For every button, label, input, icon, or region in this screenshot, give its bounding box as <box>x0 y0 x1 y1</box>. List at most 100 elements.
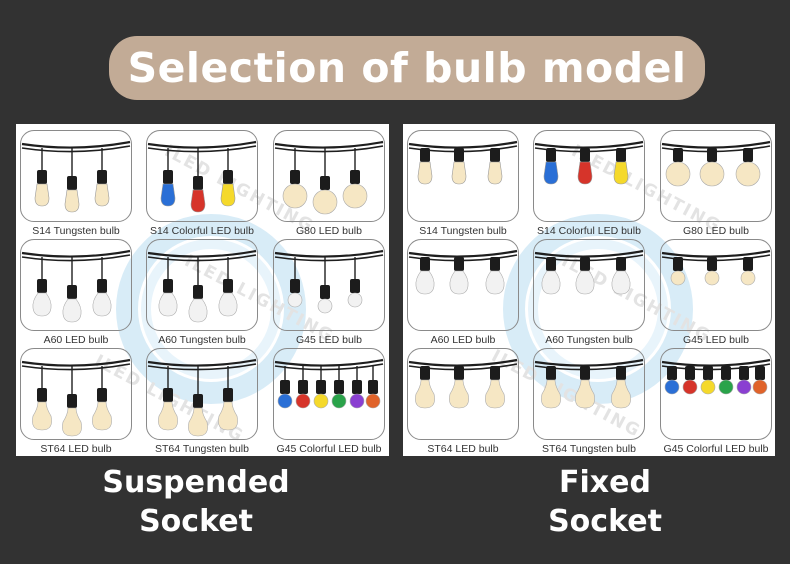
label-line: Fixed <box>559 465 651 500</box>
bulb-icon <box>451 148 467 185</box>
bulb-cell: G80 LED bulb <box>660 130 772 238</box>
bulb-icon <box>365 380 381 409</box>
bulb-icon <box>485 257 505 295</box>
bulb-icon <box>158 279 178 317</box>
bulb-frame <box>407 130 519 222</box>
bulb-cell: G80 LED bulb <box>273 130 385 238</box>
bulb-caption: A60 LED bulb <box>430 334 496 346</box>
bulb-icon <box>736 366 752 395</box>
bulb-icon <box>64 176 80 213</box>
bulb-caption: S14 Tungsten bulb <box>419 225 507 237</box>
bulb-cell: S14 Colorful LED bulb <box>146 130 258 238</box>
string-light-illustration <box>661 249 771 286</box>
bulb-frame <box>273 239 385 331</box>
string-light-illustration <box>534 249 644 295</box>
bulb-cell: S14 Colorful LED bulb <box>533 130 645 238</box>
bulb-icon <box>611 257 631 295</box>
bulb-icon <box>541 366 561 409</box>
bulb-icon <box>699 148 725 187</box>
bulb-icon <box>682 366 698 395</box>
label-line: Socket <box>139 504 253 539</box>
bulb-icon <box>415 366 435 409</box>
string-light-illustration <box>274 249 384 314</box>
bulb-icon <box>665 148 691 187</box>
string-light-illustration <box>21 140 131 213</box>
bulb-icon <box>541 257 561 295</box>
bulb-frame <box>146 130 258 222</box>
string-light-illustration <box>147 358 257 437</box>
bulb-cell: ST64 Tungsten bulb <box>533 348 645 456</box>
bulb-icon <box>613 148 629 185</box>
bulb-frame <box>660 239 772 331</box>
bulb-icon <box>664 366 680 395</box>
bulb-icon <box>317 285 333 314</box>
bulb-icon <box>752 366 768 395</box>
bulb-icon <box>295 380 311 409</box>
bulb-icon <box>32 279 52 317</box>
bulb-icon <box>487 148 503 185</box>
bulb-icon <box>347 279 363 308</box>
bulb-caption: ST64 Tungsten bulb <box>542 443 636 455</box>
bulb-icon <box>62 394 82 437</box>
string-light-illustration <box>534 358 644 409</box>
bulb-cell: ST64 Tungsten bulb <box>146 348 258 456</box>
bulb-icon <box>718 366 734 395</box>
bulb-icon <box>94 170 110 207</box>
bulb-icon <box>740 257 756 286</box>
string-light-illustration <box>274 140 384 215</box>
string-light-illustration <box>147 249 257 323</box>
bulb-caption: A60 LED bulb <box>43 334 109 346</box>
bulb-icon <box>218 388 238 431</box>
bulb-icon <box>190 176 206 213</box>
bulb-icon <box>92 388 112 431</box>
suspended-socket-panel: ILED LIGHTING ILED LIGHTING ILED LIGHTIN… <box>16 124 389 456</box>
bulb-frame <box>146 348 258 440</box>
bulb-cell: S14 Tungsten bulb <box>407 130 519 238</box>
bulb-frame <box>407 348 519 440</box>
bulb-frame <box>533 130 645 222</box>
bulb-cell: A60 Tungsten bulb <box>533 239 645 347</box>
bulb-caption: G45 LED bulb <box>296 334 362 346</box>
bulb-icon <box>575 257 595 295</box>
bulb-icon <box>342 170 368 209</box>
bulb-icon <box>704 257 720 286</box>
bulb-frame <box>407 239 519 331</box>
bulb-cell: G45 Colorful LED bulb <box>273 348 385 456</box>
bulb-caption: S14 Colorful LED bulb <box>537 225 641 237</box>
bulb-icon <box>158 388 178 431</box>
bulb-icon <box>34 170 50 207</box>
bulb-icon <box>735 148 761 187</box>
bulb-cell: A60 LED bulb <box>20 239 132 347</box>
bulb-icon <box>670 257 686 286</box>
bulb-frame <box>273 348 385 440</box>
bulb-caption: G80 LED bulb <box>296 225 362 237</box>
bulb-caption: G80 LED bulb <box>683 225 749 237</box>
bulb-caption: A60 Tungsten bulb <box>158 334 246 346</box>
bulb-icon <box>700 366 716 395</box>
bulb-icon <box>449 257 469 295</box>
bulb-icon <box>287 279 303 308</box>
fixed-socket-label: Fixed Socket <box>505 463 705 541</box>
bulb-icon <box>415 257 435 295</box>
bulb-icon <box>62 285 82 323</box>
bulb-icon <box>160 170 176 207</box>
bulb-frame <box>533 348 645 440</box>
bulb-cell: A60 Tungsten bulb <box>146 239 258 347</box>
bulb-icon <box>282 170 308 209</box>
string-light-illustration <box>534 140 644 185</box>
string-light-illustration <box>274 358 384 409</box>
string-light-illustration <box>21 249 131 323</box>
bulb-cell: ST64 LED bulb <box>407 348 519 456</box>
bulb-icon <box>218 279 238 317</box>
bulb-cell: ST64 LED bulb <box>20 348 132 456</box>
bulb-frame <box>20 348 132 440</box>
bulb-icon <box>220 170 236 207</box>
bulb-frame <box>20 239 132 331</box>
bulb-icon <box>349 380 365 409</box>
bulb-icon <box>92 279 112 317</box>
bulb-caption: ST64 LED bulb <box>427 443 499 455</box>
bulb-frame <box>20 130 132 222</box>
string-light-illustration <box>147 140 257 213</box>
bulb-icon <box>188 394 208 437</box>
bulb-icon <box>312 176 338 215</box>
